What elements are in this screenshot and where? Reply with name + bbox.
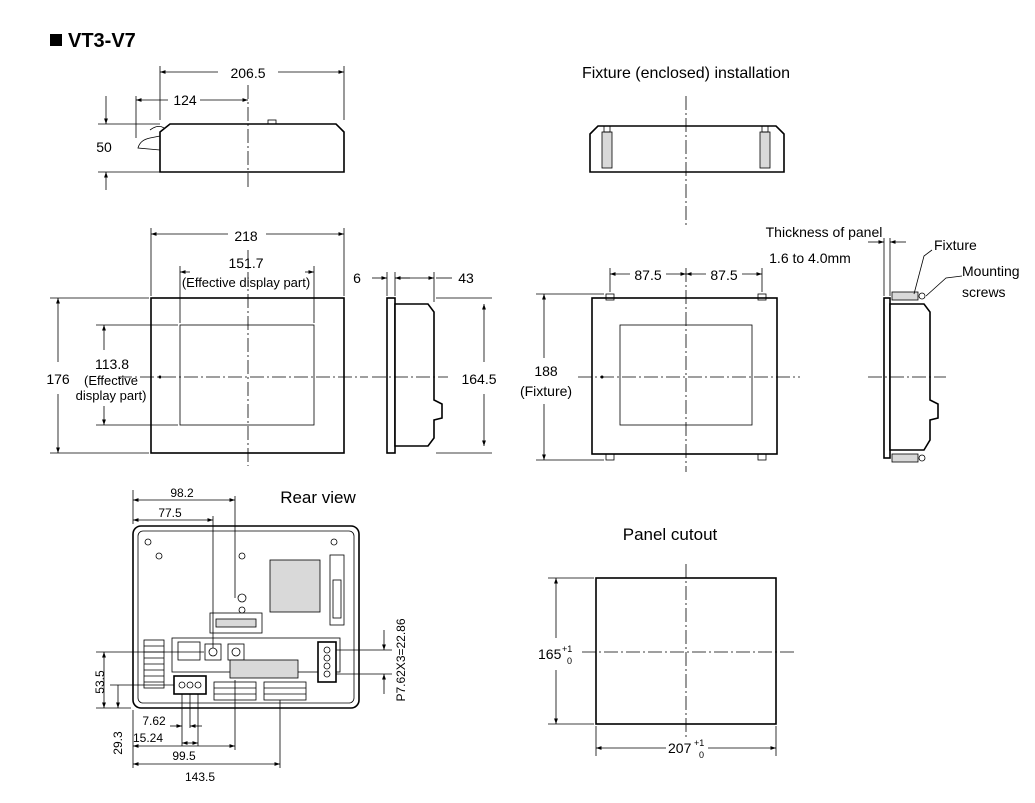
top-view: 206.5 124 50 <box>96 65 345 190</box>
model-title-text: VT3-V7 <box>68 30 136 52</box>
heading-rear-view: Rear view <box>280 488 356 507</box>
dim-rear-982: 98.2 <box>170 486 194 500</box>
dim-side-height: 164.5 <box>461 371 496 387</box>
front-display-area <box>179 324 315 426</box>
dim-cutout-width-tol-upper: +1 <box>694 738 704 748</box>
fixture-front-body <box>591 297 778 455</box>
rear-label-plate <box>269 559 321 613</box>
dim-rear-1435: 143.5 <box>185 770 215 784</box>
label-panel-thickness: Thickness of panel <box>766 224 883 240</box>
dim-top-width: 206.5 <box>230 65 265 81</box>
dim-cutout-height-tol-upper: +1 <box>562 644 572 654</box>
heading-panel-cutout: Panel cutout <box>623 525 718 544</box>
rear-signal-terminal <box>317 641 337 683</box>
dim-cutout-height-tol-lower: 0 <box>567 656 572 666</box>
rear-connector-slot <box>209 612 263 634</box>
fixture-left <box>601 131 613 169</box>
dim-rear-pitch: P7.62X3=22.86 <box>394 618 408 701</box>
model-title: VT3-V7 <box>50 30 136 52</box>
dim-side-bezel: 6 <box>353 270 361 286</box>
fixture-side-panel <box>883 297 891 459</box>
dim-rear-535: 53.5 <box>93 670 107 694</box>
side-view-bezel <box>386 297 396 454</box>
front-view: 218 151.7 (Effective display part) 176 1… <box>46 228 368 466</box>
title-square-icon <box>50 34 62 46</box>
dim-display-width: 151.7 <box>228 255 263 271</box>
rear-view: 98.2 77.5 53.5 29.3 7.62 15.24 99.5 143.… <box>93 486 408 784</box>
fixture-top-view <box>589 96 785 228</box>
dim-cutout-height: 165 <box>538 646 562 662</box>
top-view-body <box>159 123 345 173</box>
rear-view-inner <box>137 530 355 704</box>
side-view: 6 43 164.5 <box>353 270 497 454</box>
dim-display-height-note-1: (Effective <box>84 373 138 388</box>
dim-fixture-height: 188 <box>534 363 558 379</box>
rear-power-terminal <box>173 675 207 695</box>
side-view-body <box>394 303 443 447</box>
dim-display-height-note-2: display part) <box>76 388 147 403</box>
heading-fixture-installation: Fixture (enclosed) installation <box>582 65 790 82</box>
dim-side-depth: 43 <box>458 270 474 286</box>
dim-front-width: 218 <box>234 228 258 244</box>
dim-top-depth: 50 <box>96 139 112 155</box>
label-mounting-1: Mounting <box>962 263 1020 279</box>
fixture-front-view: 87.5 87.5 188 (Fixture) <box>520 267 800 472</box>
dim-display-width-note: (Effective display part) <box>182 275 310 290</box>
dim-fixture-half-right: 87.5 <box>710 267 737 283</box>
dim-fixture-height-note: (Fixture) <box>520 383 572 399</box>
dim-rear-293: 29.3 <box>111 731 125 755</box>
dim-front-height: 176 <box>46 371 70 387</box>
fixture-side-view: Thickness of panel 1.6 to 4.0mm Fixture … <box>766 224 1020 463</box>
dim-display-height: 113.8 <box>95 356 129 372</box>
fixture-top-body <box>589 125 785 173</box>
label-mounting-2: screws <box>962 284 1006 300</box>
panel-cutout: 165 +1 0 207 +1 0 <box>538 564 796 760</box>
dim-rear-1524: 15.24 <box>133 731 163 745</box>
dim-cutout-width: 207 <box>668 740 692 756</box>
label-fixture: Fixture <box>934 237 977 253</box>
dim-rear-995: 99.5 <box>172 749 196 763</box>
label-panel-thickness-range: 1.6 to 4.0mm <box>769 250 851 266</box>
dim-cutout-width-tol-lower: 0 <box>699 750 704 760</box>
dim-rear-775: 77.5 <box>158 506 182 520</box>
fixture-right <box>759 131 771 169</box>
front-view-body <box>150 297 345 454</box>
dim-top-offset: 124 <box>173 92 197 108</box>
dim-fixture-half-left: 87.5 <box>634 267 661 283</box>
dim-rear-762: 7.62 <box>142 714 166 728</box>
